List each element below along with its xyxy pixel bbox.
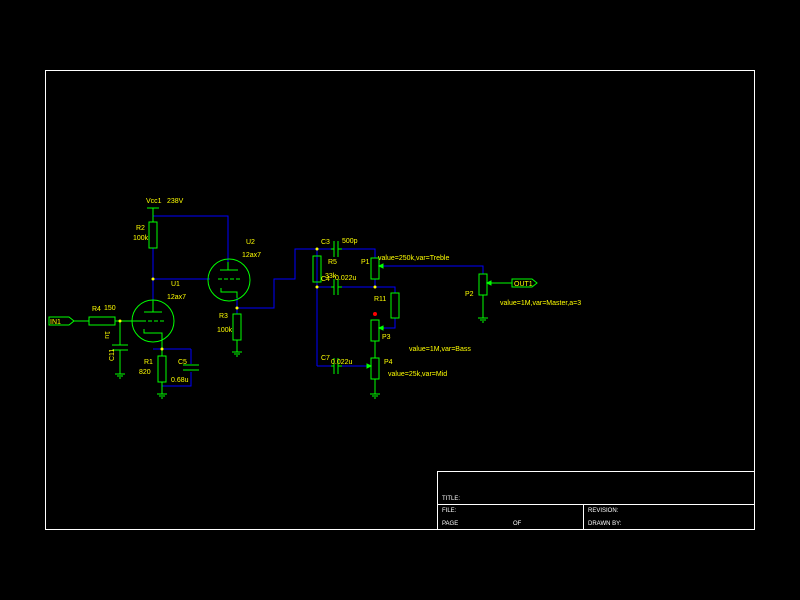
revision-label: REVISION: (588, 508, 619, 514)
p2-wiper-arrow (485, 280, 492, 286)
r2-value: 100k (133, 235, 149, 242)
page-label: PAGE (442, 521, 458, 527)
wire-r11-p3 (384, 318, 396, 329)
r3-ref: R3 (219, 313, 228, 320)
tube-u1-cathode (143, 329, 163, 349)
c5-value: 0.68u (171, 377, 189, 384)
potentiometer-p1 (370, 257, 380, 280)
p1-ref: P1 (361, 259, 370, 266)
p3-value: value=1M,var=Bass (409, 346, 471, 353)
resistor-r11 (390, 292, 400, 319)
wire-treble-wiper-p2 (383, 265, 484, 274)
tube-u2-cathode (220, 288, 238, 298)
wire-c4-r11 (342, 286, 396, 293)
wire-c5-bottom (162, 372, 192, 387)
file-label: FILE: (442, 508, 457, 514)
resistor-r5 (312, 255, 322, 283)
junctions (118, 247, 377, 351)
u2-value: 12ax7 (242, 252, 261, 259)
ground-p4 (370, 393, 380, 399)
p1-wiper-arrow (377, 263, 384, 269)
junction-plate-u1 (151, 277, 155, 281)
wire-c3-p1 (342, 248, 376, 258)
c7-ref: C7 (321, 355, 330, 362)
r4-ref: R4 (92, 306, 101, 313)
r5-value: 33k (325, 273, 337, 280)
input-port-shape (48, 316, 75, 326)
input-port-label: IN1 (50, 319, 61, 326)
title-block-labels: TITLE: FILE: REVISION: PAGE OF DRAWN BY: (442, 496, 622, 527)
junction-cathode-u2 (235, 306, 239, 310)
r11-ref: R11 (374, 296, 386, 303)
c7-value: 0.022u (331, 359, 353, 366)
c3-value: 500p (342, 238, 358, 245)
p3-wiper-arrow (377, 325, 384, 331)
output-port-label: OUT1 (514, 281, 533, 288)
u1-value: 12ax7 (167, 294, 186, 301)
c3-ref: C3 (321, 239, 330, 246)
title-label: TITLE: (442, 496, 460, 502)
c4-value: 0.022u (335, 275, 357, 282)
c5-ref: C5 (178, 359, 187, 366)
wires (152, 213, 484, 387)
p4-ref: P4 (384, 359, 393, 366)
p1-value: value=250k,var=Treble (378, 255, 449, 262)
junction-tonestack-mid (315, 285, 319, 289)
ground-c11 (115, 373, 125, 379)
vcc-ref: Vcc1 (146, 198, 162, 205)
junction-p1-c4 (373, 285, 377, 289)
ground-p2 (478, 317, 488, 323)
tube-u2 (207, 258, 251, 302)
r1-ref: R1 (144, 359, 153, 366)
grounds (115, 317, 488, 399)
u1-ref: U1 (171, 281, 180, 288)
ground-r3 (232, 351, 242, 357)
drawn-by-label: DRAWN BY: (588, 521, 622, 527)
title-block (437, 471, 755, 530)
p4-value: value=25k,var=Mid (388, 371, 447, 378)
ground-r1 (157, 393, 167, 399)
sheet-border (45, 70, 755, 530)
r2-ref: R2 (136, 225, 145, 232)
r1-value: 820 (139, 369, 151, 376)
p4-wiper-arrow (366, 363, 373, 369)
p2-value: value=1M,var=Master,a=3 (500, 300, 581, 307)
junction-tonestack-top (315, 247, 319, 251)
u2-ref: U2 (246, 239, 255, 246)
r3-value: 100k (217, 327, 233, 334)
components (48, 207, 538, 394)
vcc-value: 238V (167, 198, 184, 205)
r4-value: 150 (104, 305, 116, 312)
resistor-r2 (148, 221, 158, 249)
c4-ref: C4 (321, 276, 330, 283)
probe-marker (373, 312, 377, 316)
p2-ref: P2 (465, 291, 474, 298)
c11-value: 1u (103, 331, 110, 339)
component-labels: Vcc1 238V R2 100k U2 12ax7 U1 12ax7 R4 1… (50, 198, 581, 384)
of-label: OF (513, 521, 522, 527)
output-port-shape (511, 278, 538, 288)
p3-ref: P3 (382, 334, 391, 341)
junction-input (118, 319, 122, 323)
junction-cathode-u1 (160, 347, 164, 351)
title-block-frame (437, 471, 755, 530)
r5-ref: R5 (328, 259, 337, 266)
tube-u2-envelope (207, 258, 251, 302)
c11-ref: C11 (109, 349, 116, 361)
